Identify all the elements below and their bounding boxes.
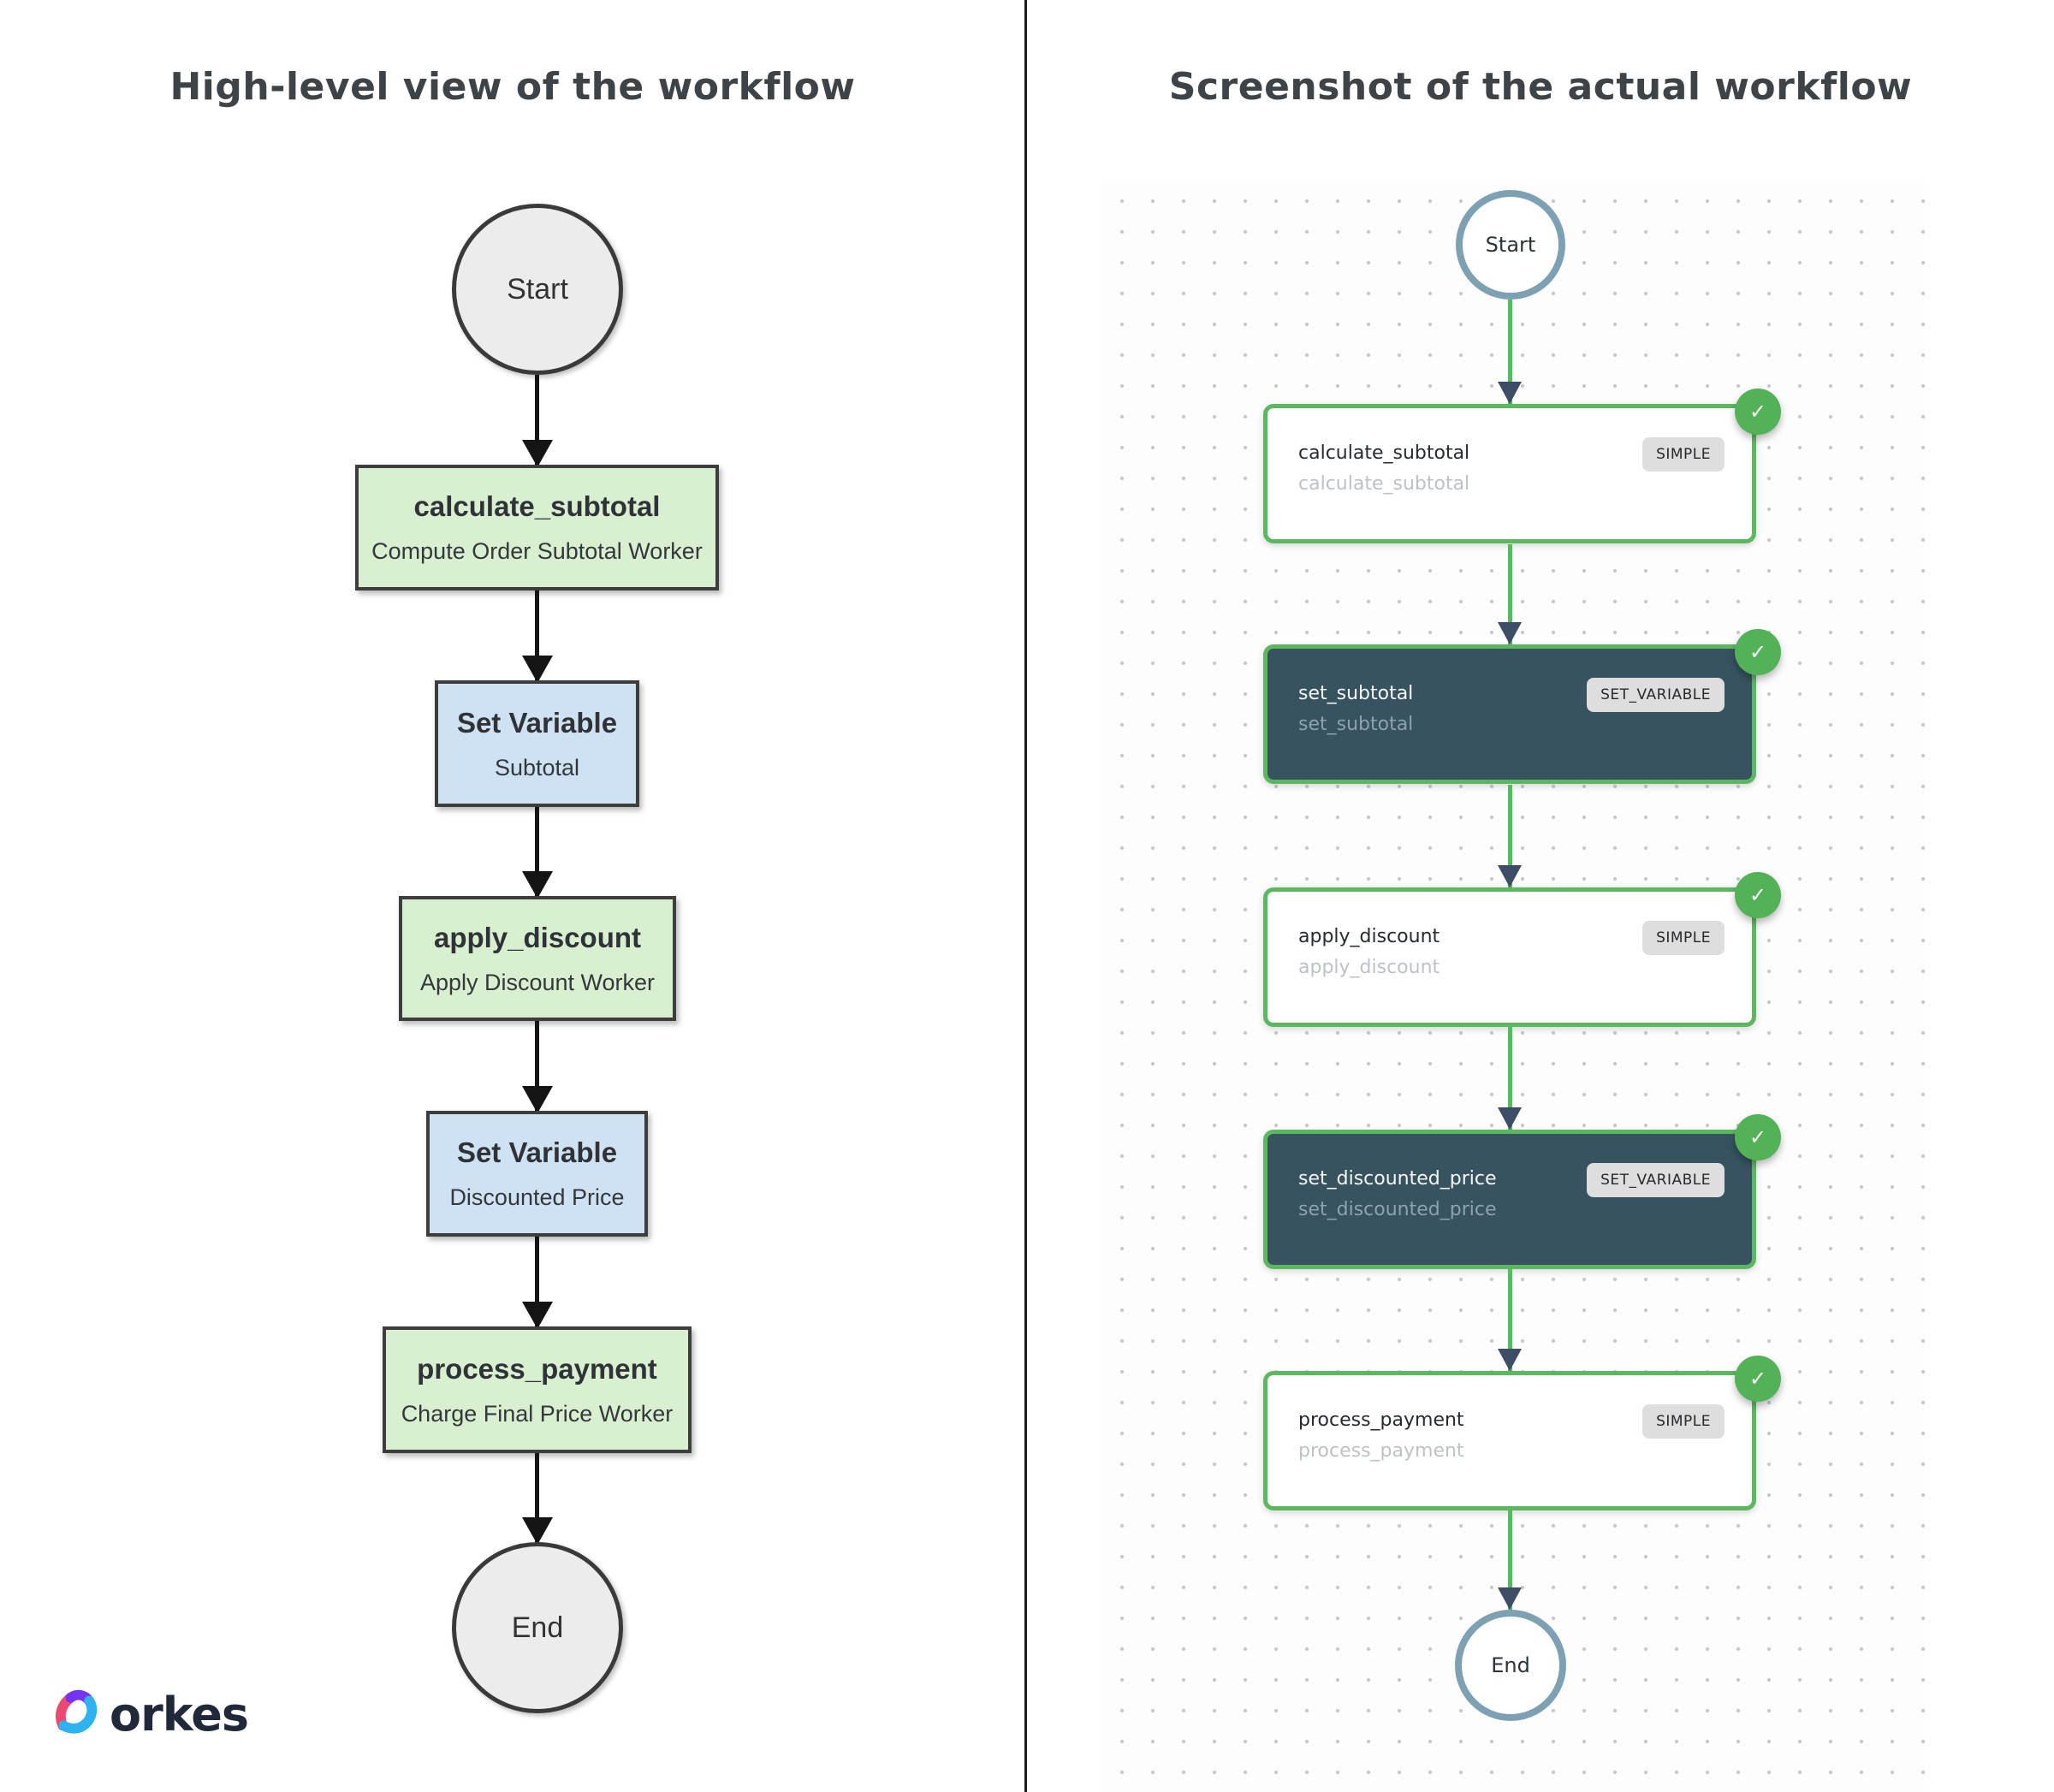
workflow-canvas[interactable]: Start calculate_subtotal calculate_subto… <box>1098 184 1925 1792</box>
orkes-logo: orkes <box>50 1688 249 1742</box>
right-panel-title: Screenshot of the actual workflow <box>1168 65 1913 109</box>
flow-arrow <box>521 590 553 683</box>
left-panel-title: High-level view of the workflow <box>169 65 856 109</box>
check-icon: ✓ <box>1735 872 1781 918</box>
flow-step-set-variable-subtotal: Set Variable Subtotal <box>435 680 639 807</box>
step-subtitle: Apply Discount Worker <box>419 969 656 995</box>
step-title: Set Variable <box>456 1136 618 1168</box>
step-title: process_payment <box>417 1352 657 1385</box>
workflow-screenshot-panel: Screenshot of the actual workflow Start … <box>1027 0 2054 1792</box>
workflow-start-node[interactable]: Start <box>1456 190 1565 300</box>
step-title: Set Variable <box>456 706 618 739</box>
check-icon: ✓ <box>1735 629 1781 675</box>
check-icon: ✓ <box>1735 389 1781 435</box>
task-card-set-subtotal[interactable]: set_subtotal set_subtotal SET_VARIABLE ✓ <box>1263 629 1781 784</box>
task-type-badge: SIMPLE <box>1642 921 1725 955</box>
task-name: set_discounted_price <box>1298 1168 1497 1190</box>
task-card-set-discounted-price[interactable]: set_discounted_price set_discounted_pric… <box>1263 1114 1781 1269</box>
flow-step-apply-discount: apply_discount Apply Discount Worker <box>399 896 676 1021</box>
connector-arrow <box>1498 300 1522 404</box>
check-icon: ✓ <box>1735 1114 1781 1160</box>
task-card-apply-discount[interactable]: apply_discount apply_discount SIMPLE ✓ <box>1263 872 1781 1027</box>
flow-arrow <box>521 1021 553 1113</box>
start-node: Start <box>452 204 623 375</box>
task-type-badge: SIMPLE <box>1642 437 1725 472</box>
task-ref: process_payment <box>1298 1440 1464 1462</box>
connector-arrow <box>1498 1269 1522 1371</box>
connector-arrow <box>1498 544 1522 644</box>
check-icon: ✓ <box>1735 1356 1781 1402</box>
end-node: End <box>452 1542 623 1713</box>
step-subtitle: Charge Final Price Worker <box>401 1400 674 1427</box>
step-subtitle: Discounted Price <box>449 1184 625 1210</box>
task-ref: set_subtotal <box>1298 714 1414 735</box>
task-ref: apply_discount <box>1298 957 1440 978</box>
flow-arrow <box>521 375 553 467</box>
task-type-badge: SIMPLE <box>1642 1404 1725 1439</box>
high-level-diagram-panel: High-level view of the workflow Start ca… <box>0 0 1025 1792</box>
step-title: apply_discount <box>433 921 642 953</box>
task-ref: calculate_subtotal <box>1298 473 1470 495</box>
task-name: set_subtotal <box>1298 683 1414 704</box>
orkes-logo-text: orkes <box>110 1688 249 1742</box>
panel-divider <box>1024 0 1027 1792</box>
flow-arrow <box>521 807 553 899</box>
task-card-calculate-subtotal[interactable]: calculate_subtotal calculate_subtotal SI… <box>1263 389 1781 543</box>
task-card-process-payment[interactable]: process_payment process_payment SIMPLE ✓ <box>1263 1356 1781 1510</box>
flow-arrow <box>521 1453 553 1545</box>
task-name: calculate_subtotal <box>1298 442 1470 464</box>
task-type-badge: SET_VARIABLE <box>1587 1163 1725 1197</box>
task-name: process_payment <box>1298 1409 1464 1431</box>
flow-step-set-variable-discounted-price: Set Variable Discounted Price <box>426 1111 648 1237</box>
task-type-badge: SET_VARIABLE <box>1587 678 1725 712</box>
workflow-end-node[interactable]: End <box>1455 1610 1566 1721</box>
flow-step-calculate-subtotal: calculate_subtotal Compute Order Subtota… <box>355 465 719 590</box>
step-title: calculate_subtotal <box>413 490 661 522</box>
flow-arrow <box>521 1237 553 1329</box>
step-subtitle: Compute Order Subtotal Worker <box>371 538 703 564</box>
connector-arrow <box>1498 1510 1522 1610</box>
connector-arrow <box>1498 785 1522 887</box>
task-ref: set_discounted_price <box>1298 1199 1497 1220</box>
flow-step-process-payment: process_payment Charge Final Price Worke… <box>383 1326 692 1453</box>
connector-arrow <box>1498 1027 1522 1130</box>
orkes-logo-icon <box>50 1688 99 1742</box>
step-subtitle: Subtotal <box>494 754 580 780</box>
task-name: apply_discount <box>1298 926 1440 947</box>
